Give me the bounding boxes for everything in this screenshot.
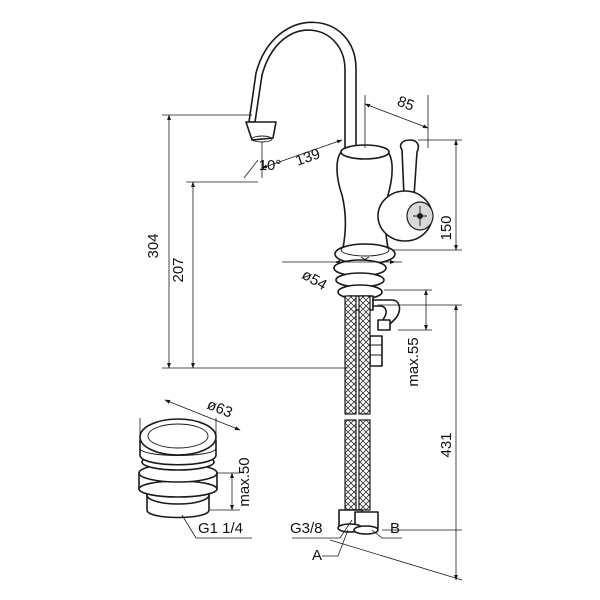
faucet-drawing xyxy=(245,21,434,535)
dimension-lines xyxy=(139,95,463,581)
label-handle-offset: 85 xyxy=(395,93,417,115)
label-angle: 10° xyxy=(259,157,282,174)
label-waste-height: max.50 xyxy=(236,457,253,506)
dimension-labels: 304 207 10° 139 85 150 ø54 max.55 431 G3… xyxy=(145,93,455,564)
label-height-total: 304 xyxy=(145,233,162,258)
faucet-aerator xyxy=(245,121,277,141)
label-hose-length: 431 xyxy=(438,432,455,457)
label-connection: G3/8 xyxy=(290,520,323,537)
waste-valve-drawing xyxy=(138,418,218,519)
lever-handle xyxy=(377,139,434,242)
label-port-b: B xyxy=(390,520,400,537)
faucet-spout xyxy=(248,21,357,151)
label-waste-thread: G1 1/4 xyxy=(198,520,243,537)
label-deck-thickness: max.55 xyxy=(405,337,422,386)
supply-hoses xyxy=(337,295,379,535)
label-handle-height: 150 xyxy=(438,215,455,240)
label-port-a: A xyxy=(312,547,322,564)
label-base-diameter: ø54 xyxy=(299,266,330,294)
label-height-spout: 207 xyxy=(170,257,187,282)
label-reach: 139 xyxy=(293,145,322,169)
